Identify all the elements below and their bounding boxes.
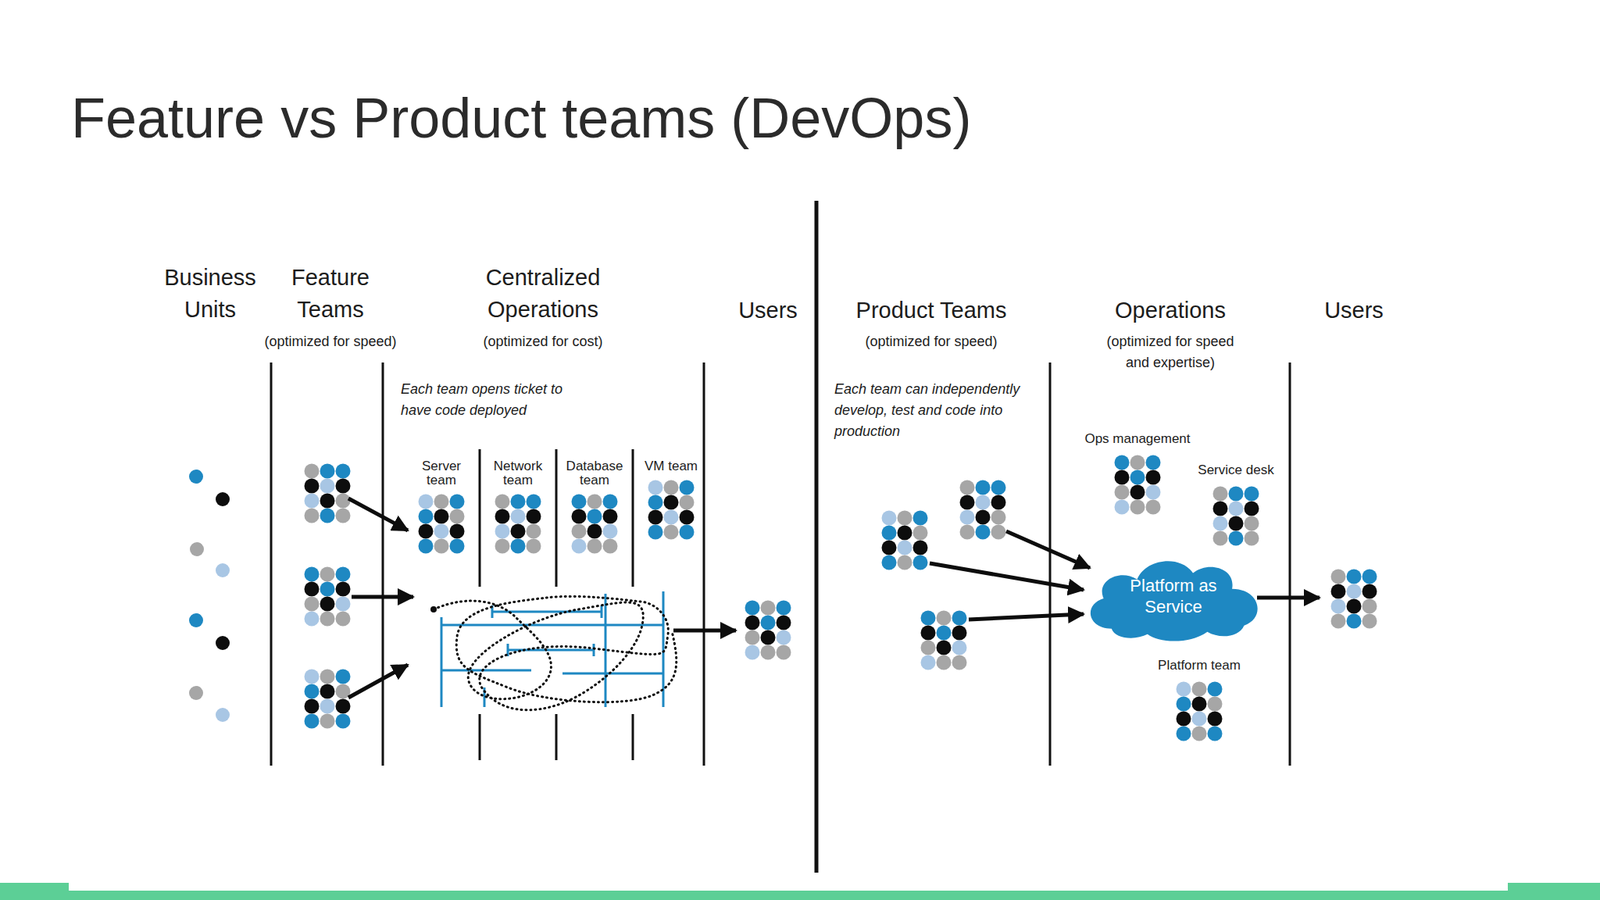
team-icon — [647, 479, 695, 541]
business-dot — [215, 635, 230, 650]
tangled-path — [433, 596, 677, 710]
column-header: Users — [1307, 294, 1401, 327]
maze-line — [492, 610, 602, 614]
maze-line — [600, 605, 604, 618]
team-node: Service desk — [1177, 463, 1295, 547]
team-icon — [921, 610, 968, 671]
maze-line — [562, 672, 664, 675]
team-icon — [304, 464, 351, 524]
column-line — [703, 362, 706, 766]
footer-bar — [68, 890, 1508, 900]
team-icon — [494, 493, 542, 555]
column-line — [382, 362, 385, 766]
team-icon-use — [418, 493, 465, 554]
business-dot — [189, 469, 204, 484]
arrow — [348, 498, 408, 531]
team-icon-use — [495, 493, 542, 554]
column-line — [478, 714, 482, 761]
team-node: Server team — [406, 459, 477, 555]
arrow — [929, 563, 1084, 590]
users-icon — [1331, 569, 1378, 629]
column-header: Operations — [1084, 294, 1257, 327]
slide-title: Feature vs Product teams (DevOps) — [71, 87, 972, 150]
node-text: Service desk — [1177, 463, 1295, 478]
team-icon-use — [571, 493, 618, 554]
column-line — [555, 714, 558, 761]
platform-cloud: Platform as Service — [1079, 549, 1268, 643]
note: Each team can independently develop, tes… — [834, 378, 1026, 443]
team-icon-use — [1114, 454, 1161, 515]
footer-bar — [1507, 882, 1600, 900]
column-line — [555, 449, 558, 587]
divider-line — [814, 200, 819, 873]
arrow — [968, 614, 1084, 620]
node-text: Platform team — [1136, 658, 1262, 673]
column-header: Business Units — [151, 261, 269, 326]
node-text: Ops management — [1063, 432, 1212, 447]
node-text: Platform as Service — [1109, 575, 1238, 618]
team-icon — [1175, 681, 1223, 743]
node-text: VM team — [635, 459, 707, 474]
business-dot — [189, 685, 204, 700]
arrow — [1006, 531, 1090, 568]
cloud-outline — [1090, 560, 1258, 641]
arrow — [351, 595, 414, 600]
maze-line — [441, 669, 532, 672]
team-icon — [304, 567, 351, 627]
team-icon — [304, 669, 351, 729]
business-dot — [189, 613, 204, 628]
arrow — [348, 664, 408, 698]
column-header: Feature Teams — [271, 261, 390, 326]
node-text: Server team — [406, 459, 477, 488]
team-node: Ops management — [1063, 432, 1212, 516]
business-dot — [215, 707, 230, 722]
column-line — [270, 362, 273, 766]
column-line — [1289, 362, 1292, 766]
column-header: Product Teams — [821, 294, 1041, 327]
team-icon-use — [1213, 485, 1260, 546]
column-line — [632, 714, 635, 761]
team-icon — [960, 480, 1007, 540]
team-icon — [417, 493, 465, 555]
team-icon — [882, 510, 929, 571]
business-dot — [215, 492, 230, 507]
team-icon-use — [648, 479, 695, 540]
column-subtitle: (optimized for speed) — [841, 331, 1022, 353]
note: Each team opens ticket to have code depl… — [400, 378, 572, 422]
business-dot — [189, 542, 204, 557]
column-line — [478, 449, 482, 587]
users-icon — [745, 600, 792, 661]
column-subtitle: (optimized for speed) — [240, 331, 421, 353]
column-subtitle: (optimized for speed and expertise) — [1094, 331, 1247, 374]
team-node: VM team — [635, 459, 707, 541]
cloud-text-wrap: Platform as Service — [1079, 549, 1268, 643]
team-icon — [571, 493, 618, 555]
team-node: Database team — [559, 459, 630, 555]
maze-line — [440, 617, 443, 708]
column-header: Centralized Operations — [457, 261, 629, 326]
team-node: Platform team — [1136, 658, 1262, 743]
cloud-shape — [1079, 549, 1268, 643]
column-header: Users — [721, 294, 815, 327]
team-icon-use — [1176, 681, 1223, 741]
node-text: Network team — [482, 459, 554, 488]
column-subtitle: (optimized for cost) — [453, 331, 633, 353]
maze-line — [441, 624, 664, 627]
team-icon — [1212, 485, 1260, 547]
team-node: Network team — [482, 459, 554, 555]
team-icon — [1114, 454, 1161, 516]
footer-bar — [0, 882, 69, 900]
maze-line — [592, 643, 596, 657]
node-text: Database team — [559, 459, 630, 488]
arrow — [673, 628, 736, 633]
column-line — [632, 449, 635, 587]
column-line — [1049, 362, 1052, 766]
arrow — [1257, 596, 1320, 600]
business-dot — [215, 563, 230, 578]
